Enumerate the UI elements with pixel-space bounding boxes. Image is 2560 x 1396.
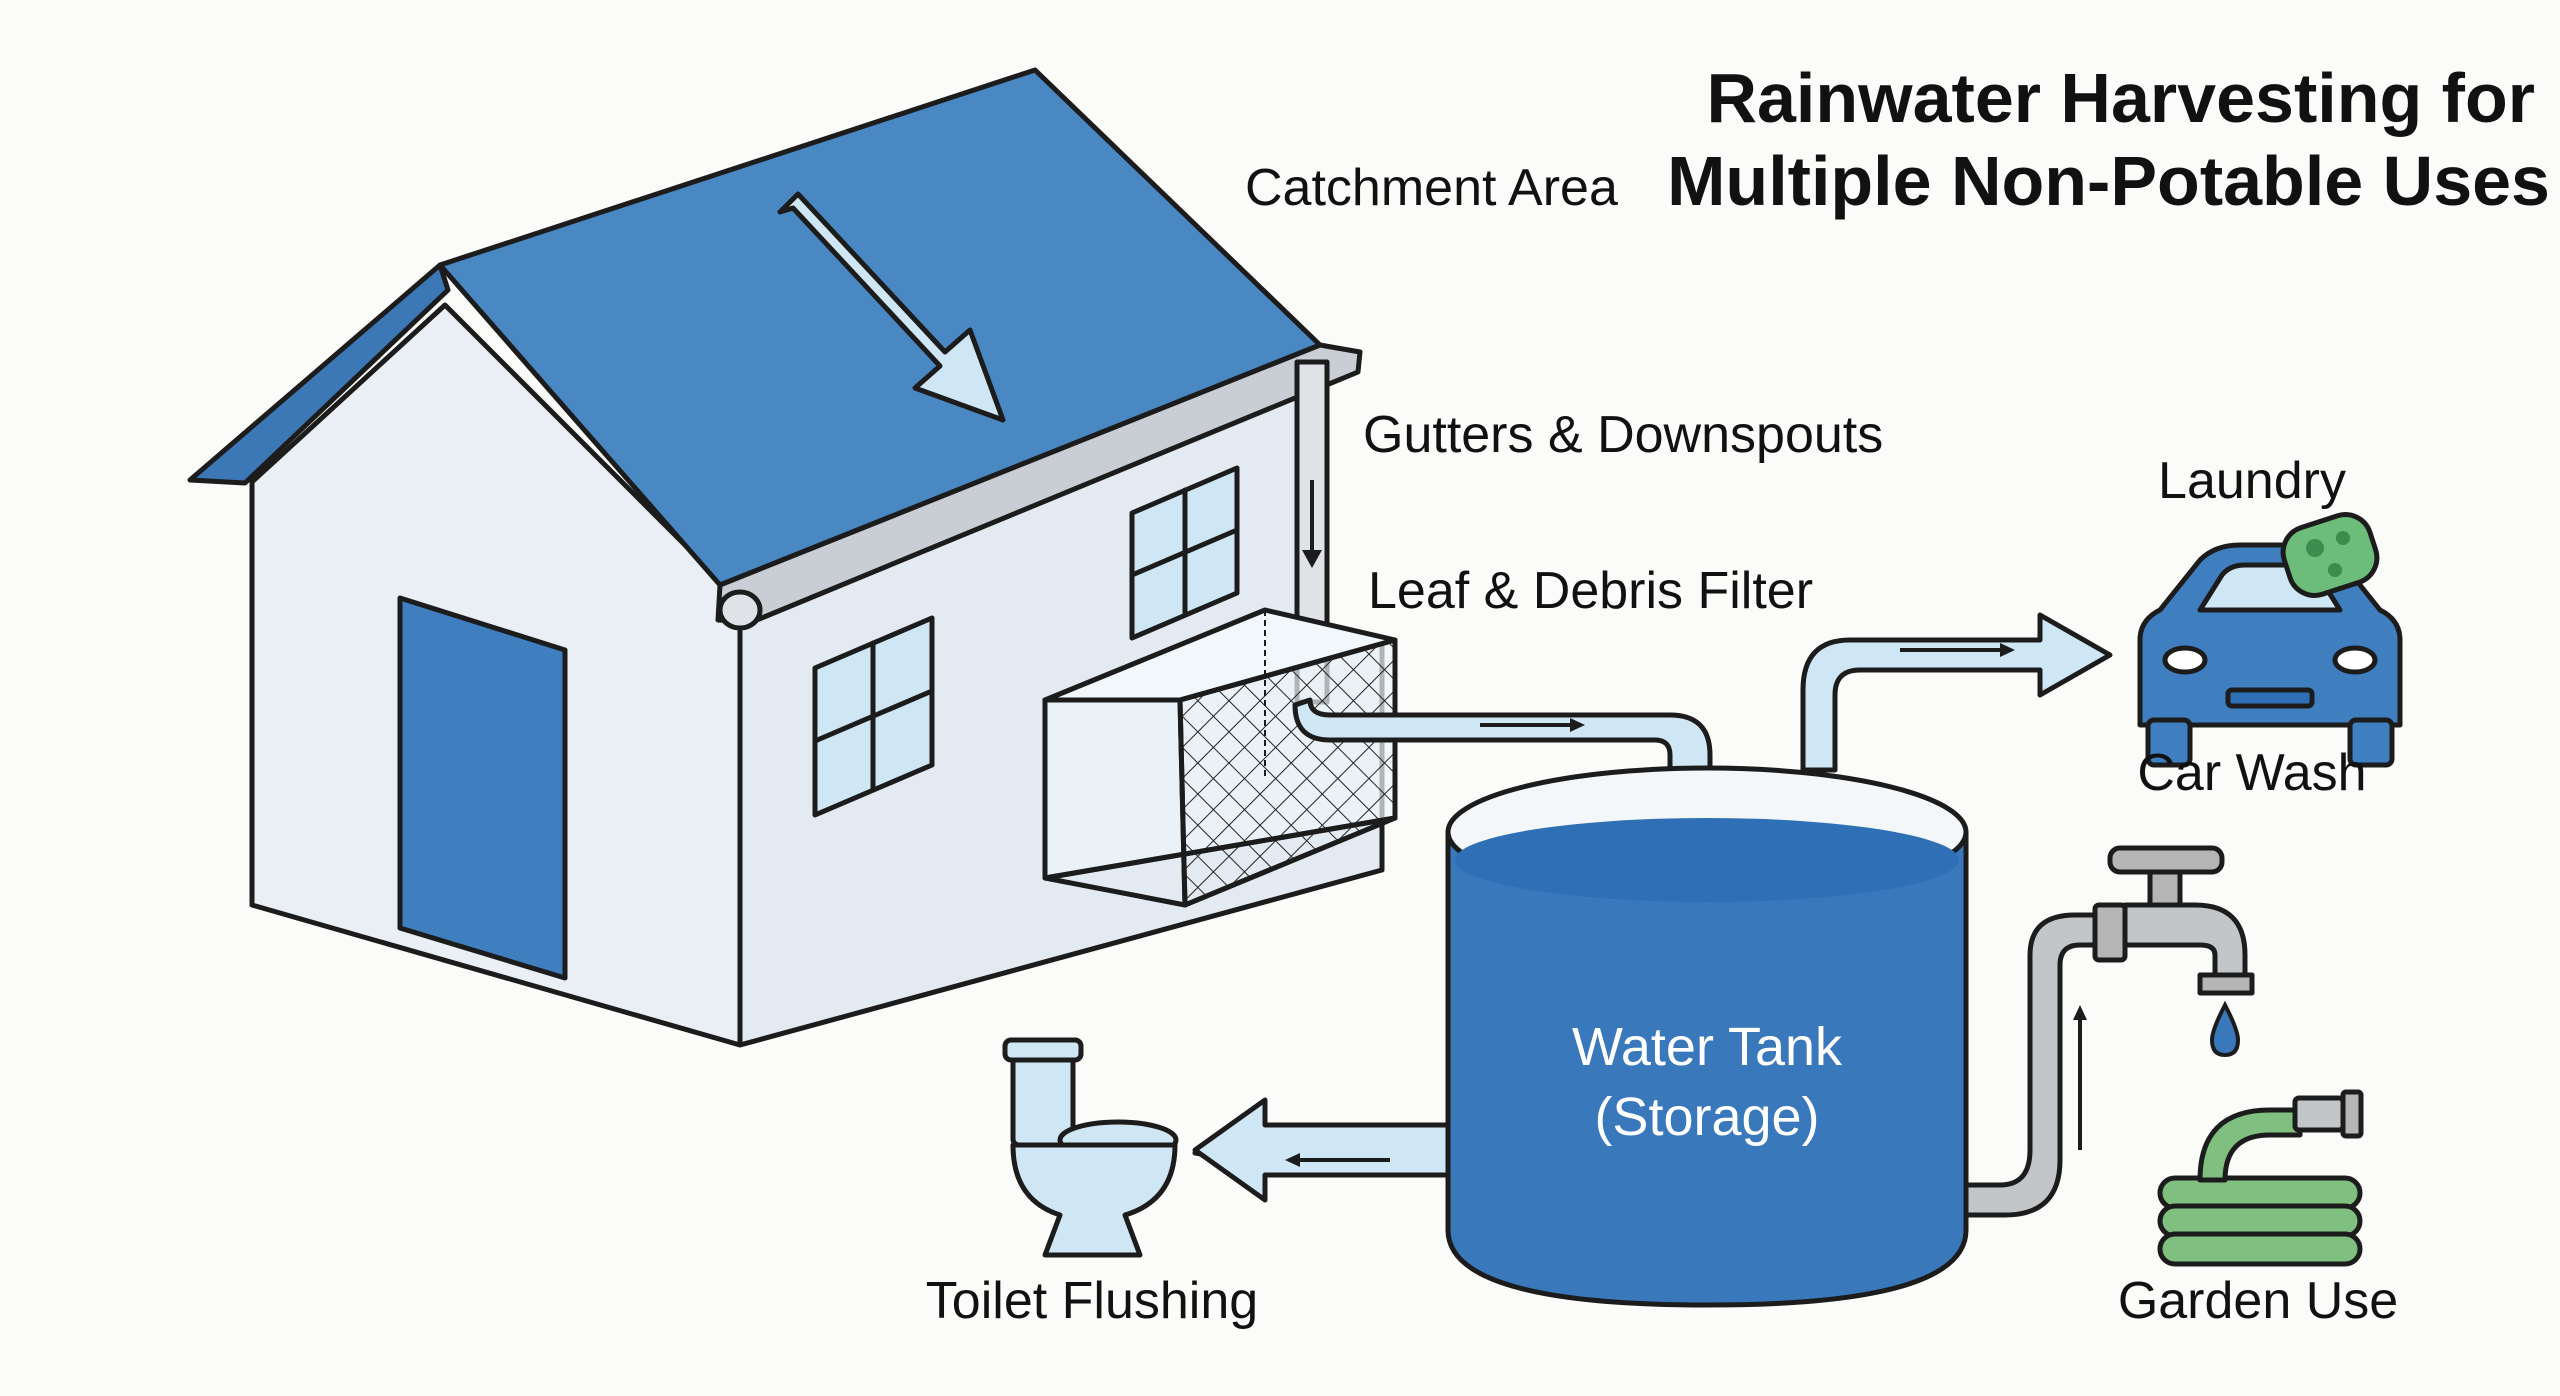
faucet-icon xyxy=(2092,845,2255,1058)
toilet-icon xyxy=(1002,1037,1179,1258)
outlet-pipe-car-wash xyxy=(1800,612,2113,773)
window-right xyxy=(1129,465,1240,641)
label-toilet-flushing: Toilet Flushing xyxy=(926,1272,1258,1330)
house xyxy=(187,67,1385,1048)
tank-water-surface xyxy=(1455,818,1959,902)
label-laundry: Laundry xyxy=(2158,452,2346,510)
label-catchment-area: Catchment Area xyxy=(1245,159,1618,217)
catchment-arrow xyxy=(777,191,1006,423)
water-tank: Water Tank (Storage) xyxy=(1445,765,1969,1308)
tank-label-line1: Water Tank xyxy=(1572,1017,1843,1077)
sponge-icon xyxy=(2280,512,2380,598)
title-line2: Multiple Non-Potable Uses xyxy=(1667,142,2550,220)
label-garden-use: Garden Use xyxy=(2118,1272,2398,1330)
outlet-pipe-garden xyxy=(1963,912,2103,1218)
label-car-wash: Car Wash xyxy=(2137,744,2366,802)
label-gutters-downspouts: Gutters & Downspouts xyxy=(1363,406,1883,464)
tank-label-line2: (Storage) xyxy=(1594,1087,1819,1147)
gutter xyxy=(715,342,1363,625)
label-leaf-debris-filter: Leaf & Debris Filter xyxy=(1368,562,1813,620)
water-drop-icon xyxy=(2209,1000,2241,1058)
title-line1: Rainwater Harvesting for xyxy=(1706,59,2535,137)
roof-gable-edge xyxy=(187,262,451,486)
outlet-pipe-toilet xyxy=(1192,1097,1451,1203)
door xyxy=(397,595,568,981)
garden-hose-icon xyxy=(2157,1089,2364,1267)
window-left xyxy=(812,615,935,818)
